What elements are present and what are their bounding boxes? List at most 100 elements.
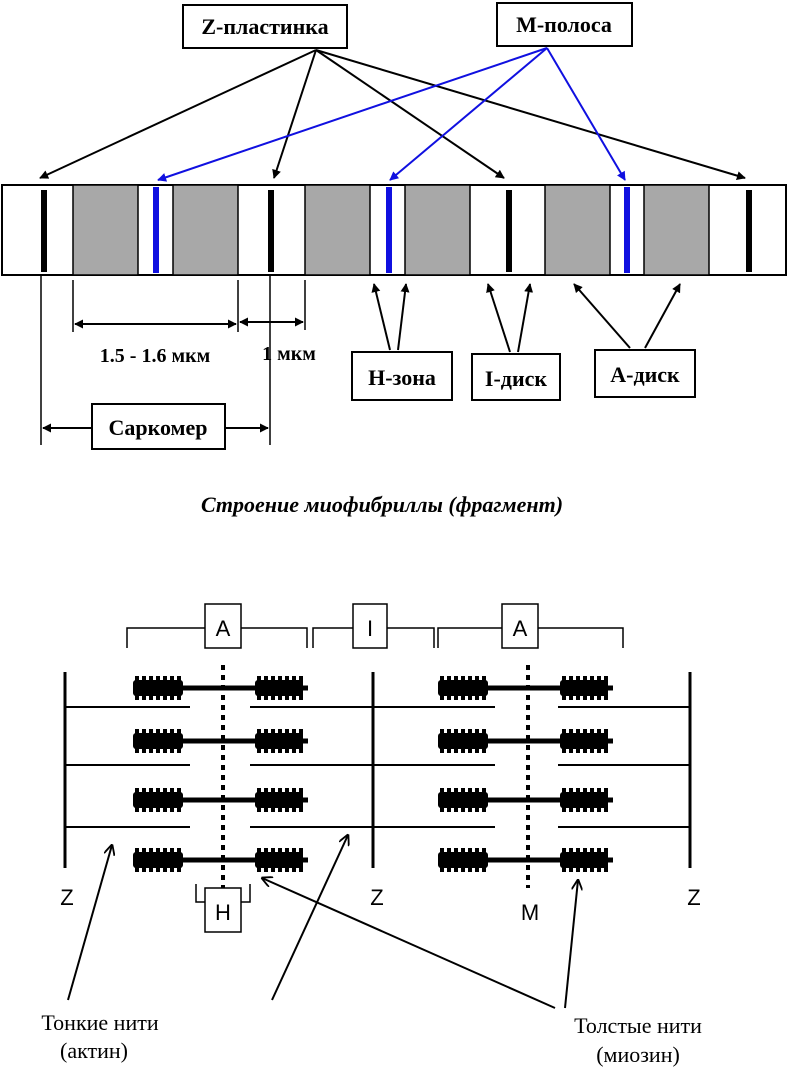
myosin-head [149, 676, 153, 700]
myosin-head [468, 729, 472, 753]
myosin-head [461, 848, 465, 872]
myosin-head [562, 848, 566, 872]
z-plate-label-box [182, 4, 348, 49]
a-band-block [304, 184, 371, 276]
myosin-filament [133, 848, 308, 872]
myosin-head [292, 788, 296, 812]
z-plate-callout: Z-пластинка [39, 4, 746, 180]
sarcomere-label: Саркомер [108, 415, 207, 440]
myosin-head [597, 788, 601, 812]
myosin-head [454, 676, 458, 700]
h-zone-label-box [351, 351, 453, 401]
myosin-head [569, 676, 573, 700]
myosin-head [156, 848, 160, 872]
m-label: M [521, 900, 539, 925]
band-brackets: A I A [126, 603, 624, 649]
myosin-head [285, 788, 289, 812]
z-plate-arrow [315, 49, 505, 179]
myosin-head [177, 788, 181, 812]
myosin-head [170, 848, 174, 872]
myosin-head [135, 729, 139, 753]
myosin-head [257, 676, 261, 700]
myosin-head [299, 788, 303, 812]
myosin-head [271, 788, 275, 812]
myosin-filament [438, 788, 613, 812]
myosin-head [461, 676, 465, 700]
myosin-head [142, 729, 146, 753]
myosin-head [569, 848, 573, 872]
myosin-head [285, 729, 289, 753]
zone-callouts: Н-зона I-диск А-диск [351, 283, 696, 401]
myosin-head [299, 729, 303, 753]
m-line [153, 187, 159, 273]
filament-pointers [67, 835, 578, 1009]
myosin-filament [438, 729, 613, 753]
thick-filament-pointer [262, 878, 556, 1009]
myosin-head [285, 676, 289, 700]
myosin-head [170, 788, 174, 812]
myosin-head [440, 676, 444, 700]
a-band-letter: A [216, 616, 231, 641]
myosin-head [292, 848, 296, 872]
a-band-block [544, 184, 611, 276]
a-disc-label: А-диск [610, 362, 680, 387]
myosin-filament [438, 676, 613, 700]
myosin-head [271, 676, 275, 700]
myosin-head [597, 848, 601, 872]
thin-filament-pointer [67, 845, 112, 1001]
myosin-head [482, 848, 486, 872]
m-line [386, 187, 392, 273]
myosin-head [264, 729, 268, 753]
myosin-head [475, 729, 479, 753]
myosin-head [278, 788, 282, 812]
myosin-head [440, 848, 444, 872]
myosin-head [271, 848, 275, 872]
myosin-head [447, 676, 451, 700]
myosin-head [597, 676, 601, 700]
dimension-lines: 1.5 - 1.6 мкм 1 мкм Саркомер [40, 275, 316, 450]
myosin-head [149, 788, 153, 812]
myosin-head [264, 788, 268, 812]
myosin-head [163, 848, 167, 872]
myosin-head [475, 788, 479, 812]
myofibril-strip [1, 184, 787, 276]
myosin-filament [438, 848, 613, 872]
m-band-arrow [157, 47, 548, 182]
myosin-head [257, 788, 261, 812]
i-band-width-label: 1 мкм [262, 343, 316, 365]
i-band-box [352, 603, 388, 649]
z-plate-arrow [272, 49, 317, 179]
thin-filament-pointer [271, 835, 348, 1001]
myosin-head [590, 848, 594, 872]
myosin-filament [133, 729, 308, 753]
myosin-head [264, 848, 268, 872]
myosin-head [177, 729, 181, 753]
myosin-filament [133, 676, 308, 700]
h-zone-arrow [397, 283, 410, 351]
myosin-head [292, 676, 296, 700]
h-zone-arrow [371, 283, 391, 351]
myosin-head [468, 848, 472, 872]
myosin-head [447, 729, 451, 753]
myosin-head [461, 788, 465, 812]
a-disc-arrow [644, 283, 681, 349]
myosin-head [278, 676, 282, 700]
myosin-head [135, 788, 139, 812]
myosin-head [576, 729, 580, 753]
myosin-head [604, 788, 608, 812]
myosin-head [264, 676, 268, 700]
h-zone-label: Н-зона [368, 365, 436, 390]
thin-filaments-sublabel: (актин) [60, 1038, 128, 1063]
myosin-head [440, 788, 444, 812]
myosin-head [576, 788, 580, 812]
thin-filaments-label: Тонкие нити [41, 1010, 158, 1035]
myosin-head [562, 729, 566, 753]
myosin-head [177, 676, 181, 700]
z-plate-arrow [315, 49, 746, 180]
myosin-head [142, 676, 146, 700]
myosin-head [454, 848, 458, 872]
myosin-head [142, 788, 146, 812]
myosin-head [562, 788, 566, 812]
a-band-letter: A [513, 616, 528, 641]
